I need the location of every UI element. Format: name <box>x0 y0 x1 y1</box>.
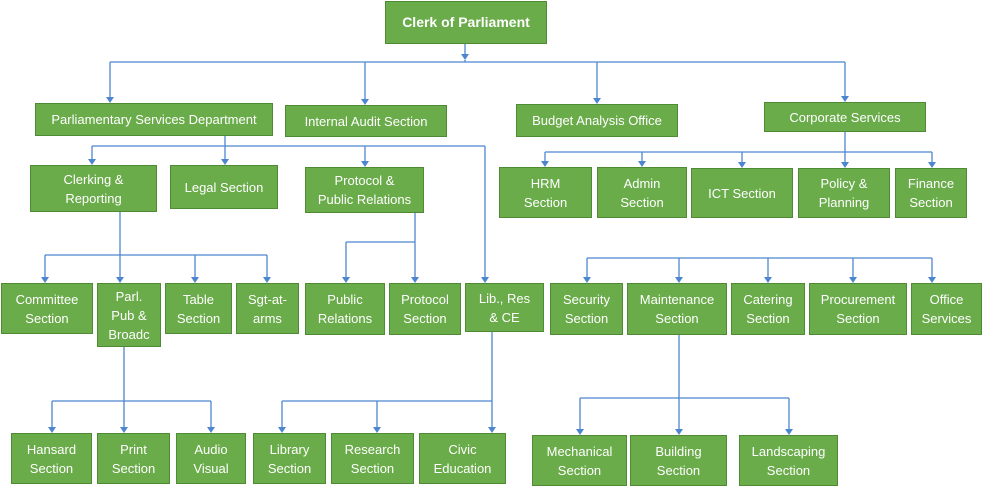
connector-arrowhead <box>785 429 793 435</box>
node-protocol-public-relations: Protocol & Public Relations <box>305 167 424 213</box>
node-policy-planning: Policy & Planning <box>798 168 890 218</box>
connector-arrowhead <box>373 427 381 433</box>
connector-arrowhead <box>481 277 489 283</box>
node-audio-visual: Audio Visual <box>176 433 246 484</box>
connector-arrowhead <box>841 162 849 168</box>
node-legal-section: Legal Section <box>170 165 278 209</box>
connector-arrowhead <box>638 161 646 167</box>
node-mechanical-section: Mechanical Section <box>532 435 627 486</box>
node-clerking-reporting: Clerking & Reporting <box>30 165 157 212</box>
node-protocol-section: Protocol Section <box>389 283 461 335</box>
connector-arrowhead <box>116 277 124 283</box>
node-procurement-section: Procurement Section <box>809 283 907 335</box>
node-finance-section: Finance Section <box>895 168 967 218</box>
node-parliamentary-services-department: Parliamentary Services Department <box>35 103 273 136</box>
node-landscaping-section: Landscaping Section <box>739 435 838 486</box>
node-public-relations: Public Relations <box>305 283 385 335</box>
node-print-section: Print Section <box>97 433 170 484</box>
connector-arrowhead <box>928 277 936 283</box>
node-committee-section: Committee Section <box>1 283 93 334</box>
node-civic-education: Civic Education <box>419 433 506 484</box>
connector-arrowhead <box>576 429 584 435</box>
node-maintenance-section: Maintenance Section <box>627 283 727 335</box>
connector-arrowhead <box>764 277 772 283</box>
connector-arrowhead <box>675 429 683 435</box>
connector-arrowhead <box>41 277 49 283</box>
node-building-section: Building Section <box>630 435 727 486</box>
connector-arrowhead <box>461 54 469 60</box>
connector-arrowhead <box>48 427 56 433</box>
node-hrm-section: HRM Section <box>499 167 592 218</box>
connector-arrowhead <box>120 427 128 433</box>
connector-arrowhead <box>191 277 199 283</box>
node-ict-section: ICT Section <box>691 168 793 218</box>
connector-arrowhead <box>88 159 96 165</box>
connector-arrowhead <box>583 277 591 283</box>
node-office-services: Office Services <box>911 283 982 335</box>
connector-arrowhead <box>411 277 419 283</box>
node-clerk-of-parliament: Clerk of Parliament <box>385 1 547 44</box>
node-library-section: Library Section <box>253 433 326 484</box>
node-internal-audit-section: Internal Audit Section <box>285 105 447 137</box>
connector-arrowhead <box>928 162 936 168</box>
connector-arrowhead <box>361 161 369 167</box>
connector-arrowhead <box>541 161 549 167</box>
node-security-section: Security Section <box>550 283 623 335</box>
connector-arrowhead <box>361 99 369 105</box>
node-table-section: Table Section <box>165 283 232 334</box>
connector-arrowhead <box>263 277 271 283</box>
node-hansard-section: Hansard Section <box>11 433 92 484</box>
node-corporate-services: Corporate Services <box>764 102 926 132</box>
node-admin-section: Admin Section <box>597 167 687 218</box>
connector-arrowhead <box>675 277 683 283</box>
connector-arrowhead <box>207 427 215 433</box>
connector-arrowhead <box>221 159 229 165</box>
connector-arrowhead <box>849 277 857 283</box>
node-lib-res-ce: Lib., Res & CE <box>465 283 544 332</box>
node-sgt-at-arms: Sgt-at- arms <box>236 283 299 334</box>
connector-arrowhead <box>593 98 601 104</box>
connector-arrowhead <box>488 427 496 433</box>
node-catering-section: Catering Section <box>731 283 805 335</box>
node-research-section: Research Section <box>331 433 414 484</box>
connector-arrowhead <box>342 277 350 283</box>
connector-arrowhead <box>841 96 849 102</box>
connector-arrowhead <box>738 162 746 168</box>
node-budget-analysis-office: Budget Analysis Office <box>516 104 678 137</box>
connector-arrowhead <box>106 97 114 103</box>
node-parl-pub-broadc: Parl. Pub & Broadc <box>97 283 161 347</box>
connector-arrowhead <box>278 427 286 433</box>
